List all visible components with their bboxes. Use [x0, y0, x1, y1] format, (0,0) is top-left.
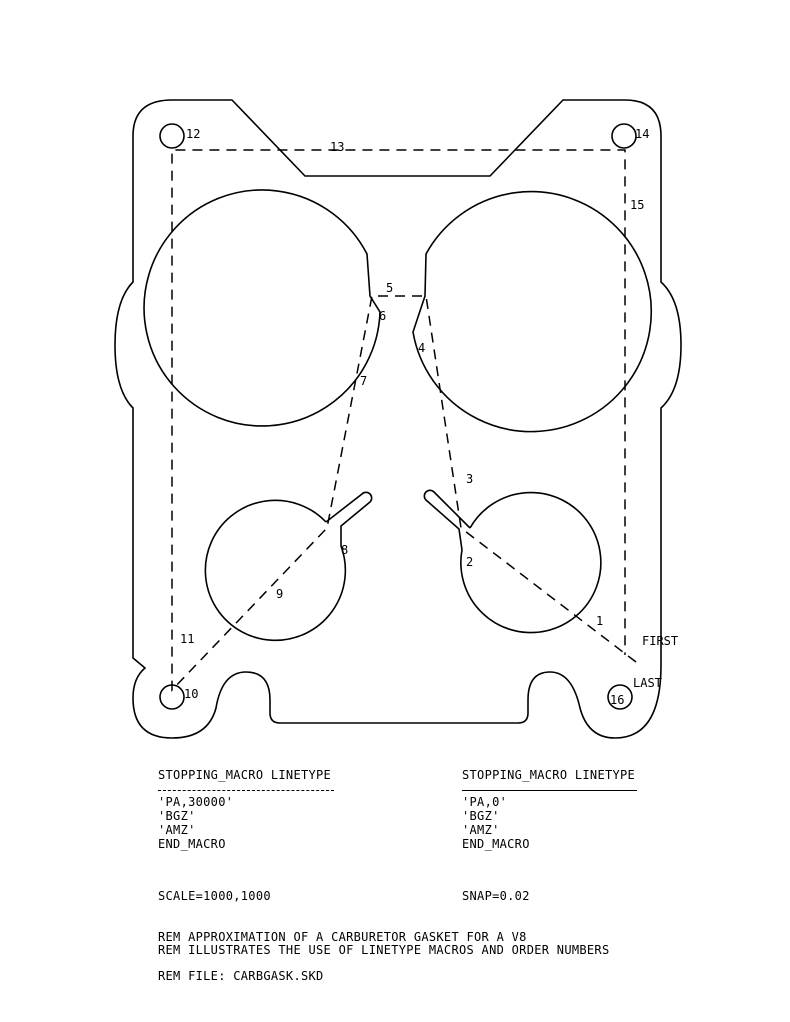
bolt-hole-top-right — [611, 123, 637, 149]
order-label-1: 1 — [596, 614, 603, 628]
primary-bore-right — [412, 190, 653, 433]
snap-text: SNAP=0.02 — [462, 889, 530, 903]
secondary-bore-left — [204, 491, 373, 642]
linetype-right-line-1: 'PA,0' — [462, 795, 508, 809]
order-label-7: 7 — [360, 374, 367, 388]
linetype-right-line-4: END_MACRO — [462, 837, 530, 851]
order-label-9: 9 — [276, 587, 283, 601]
order-label-2: 2 — [466, 555, 473, 569]
order-label-14: 14 — [635, 127, 649, 141]
order-label-8: 8 — [341, 543, 348, 557]
order-label-16: 16 — [610, 693, 624, 707]
order-label-12: 12 — [186, 127, 200, 141]
linetype-right-line-3: 'AMZ' — [462, 823, 500, 837]
linetype-right-title: STOPPING_MACRO LINETYPE — [462, 768, 636, 782]
linetype-left-line-3: 'AMZ' — [158, 823, 196, 837]
order-path — [171, 149, 637, 692]
order-label-11: 11 — [180, 632, 194, 646]
linetype-left-title: STOPPING_MACRO LINETYPE — [158, 768, 332, 782]
linetype-right-line-2: 'BGZ' — [462, 809, 500, 823]
order-label-3: 3 — [466, 472, 473, 486]
primary-bore-left — [143, 189, 381, 427]
linetype-left-dashed-sample — [158, 790, 334, 791]
order-label-5: 5 — [386, 281, 393, 295]
secondary-bore-right — [423, 489, 602, 634]
linetype-left-line-2: 'BGZ' — [158, 809, 196, 823]
gasket-outline — [114, 99, 682, 739]
order-label-4: 4 — [418, 341, 425, 355]
order-label-10: 10 — [184, 687, 198, 701]
bolt-hole-bottom-right — [607, 684, 633, 710]
order-label-15: 15 — [630, 198, 644, 212]
rem-line-2: REM ILLUSTRATES THE USE OF LINETYPE MACR… — [158, 943, 610, 957]
scale-text: SCALE=1000,1000 — [158, 889, 271, 903]
order-label-13: 13 — [330, 140, 344, 154]
linetype-left-line-1: 'PA,30000' — [158, 795, 234, 809]
rem-line-1: REM APPROXIMATION OF A CARBURETOR GASKET… — [158, 930, 527, 944]
rem-line-3: REM FILE: CARBGASK.SKD — [158, 969, 324, 983]
bolt-hole-top-left — [159, 123, 185, 149]
linetype-right-solid-sample — [462, 790, 637, 791]
linetype-left-line-4: END_MACRO — [158, 837, 226, 851]
order-label-6: 6 — [379, 309, 386, 323]
first-label: FIRST — [642, 634, 678, 648]
last-label: LAST — [633, 676, 662, 690]
